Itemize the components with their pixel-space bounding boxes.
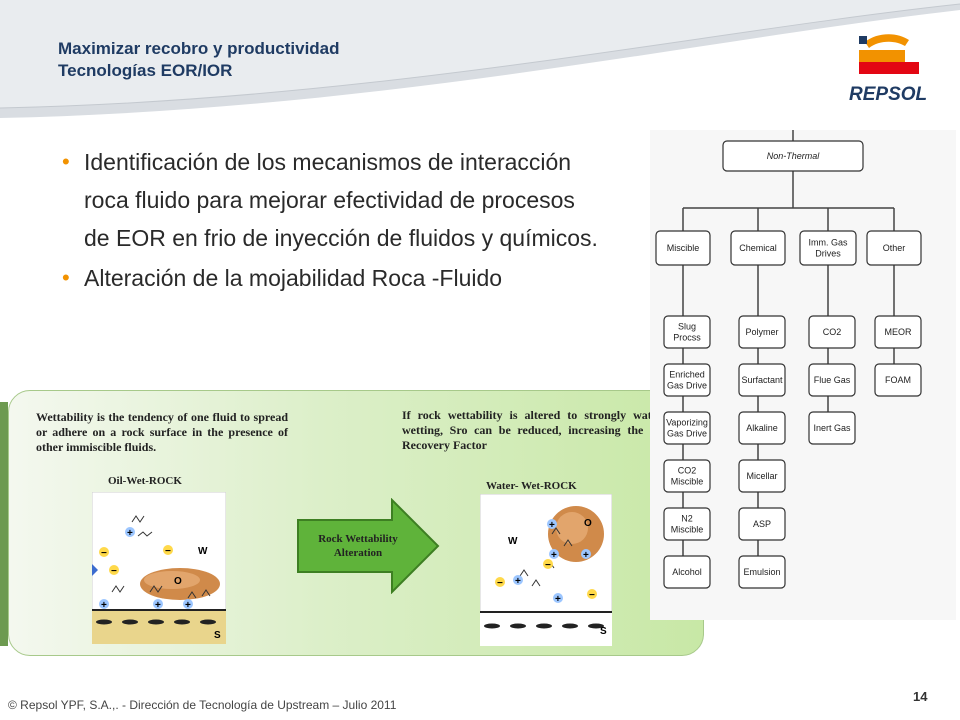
svg-text:Emulsion: Emulsion bbox=[743, 567, 780, 577]
svg-text:Miscible: Miscible bbox=[671, 477, 704, 487]
svg-text:+: + bbox=[155, 600, 161, 611]
svg-text:N2: N2 bbox=[681, 514, 693, 524]
svg-text:O: O bbox=[174, 576, 182, 587]
arrow-label-line2: Alteration bbox=[334, 547, 382, 559]
svg-text:+: + bbox=[127, 528, 133, 539]
bullet-item: •Alteración de la mojabilidad Roca -Flui… bbox=[62, 259, 602, 297]
tree-root-node: Non-Thermal bbox=[722, 140, 864, 172]
svg-text:CO2: CO2 bbox=[678, 466, 697, 476]
svg-text:Slug: Slug bbox=[678, 322, 696, 332]
bullet-item: •Identificación de los mecanismos de int… bbox=[62, 143, 602, 257]
page-subtitle: Tecnologías EOR/IOR bbox=[58, 61, 233, 80]
tree-leaf-node: Alkaline bbox=[738, 411, 786, 445]
oil-wet-label: Oil-Wet-ROCK bbox=[108, 475, 182, 487]
tree-leaf-node: ASP bbox=[738, 507, 786, 541]
svg-text:MEOR: MEOR bbox=[885, 327, 913, 337]
tree-leaf-node: MEOR bbox=[874, 315, 922, 349]
tree-leaf-node: CO2 bbox=[808, 315, 856, 349]
svg-text:−: − bbox=[101, 548, 107, 559]
page-title: Maximizar recobro y productividad bbox=[58, 39, 340, 58]
tree-leaf-node: Emulsion bbox=[738, 555, 786, 589]
svg-text:+: + bbox=[515, 576, 521, 587]
bullet-marker: • bbox=[62, 265, 70, 290]
arrow-label-line1: Rock Wettability bbox=[318, 533, 398, 545]
svg-text:+: + bbox=[583, 550, 589, 561]
svg-text:Procss: Procss bbox=[673, 333, 701, 343]
svg-text:W: W bbox=[508, 536, 518, 547]
water-wet-label: Water- Wet-ROCK bbox=[486, 480, 577, 492]
svg-text:ASP: ASP bbox=[753, 519, 771, 529]
svg-text:Surfactant: Surfactant bbox=[741, 375, 783, 385]
bullet-marker: • bbox=[62, 149, 70, 174]
header-band bbox=[0, 0, 960, 118]
svg-text:Miscible: Miscible bbox=[667, 243, 700, 253]
svg-text:Imm. Gas: Imm. Gas bbox=[808, 238, 848, 248]
panel-accent-bar bbox=[0, 402, 8, 646]
svg-text:Polymer: Polymer bbox=[745, 327, 778, 337]
logo-wordmark: REPSOL bbox=[849, 84, 927, 105]
tree-group-node: Miscible bbox=[655, 230, 711, 266]
svg-text:−: − bbox=[545, 560, 551, 571]
page-number: 14 bbox=[913, 689, 928, 704]
wettability-alteration-arrow: Rock Wettability Alteration bbox=[297, 498, 440, 594]
tree-leaf-node: Surfactant bbox=[738, 363, 786, 397]
svg-text:CO2: CO2 bbox=[823, 327, 842, 337]
wettability-definition: Wettability is the tendency of one fluid… bbox=[36, 410, 288, 454]
svg-text:FOAM: FOAM bbox=[885, 375, 911, 385]
water-wet-diagram: + + + + + − − − W O S bbox=[480, 494, 612, 646]
svg-text:W: W bbox=[198, 546, 208, 557]
svg-text:−: − bbox=[589, 590, 595, 601]
eor-classification-tree: Non-ThermalMiscibleSlugProcssEnrichedGas… bbox=[650, 130, 956, 620]
repsol-logo: REPSOL bbox=[849, 34, 927, 105]
svg-text:Gas Drive: Gas Drive bbox=[667, 381, 707, 391]
svg-text:S: S bbox=[214, 630, 221, 641]
svg-text:−: − bbox=[497, 578, 503, 589]
svg-text:Drives: Drives bbox=[815, 249, 841, 259]
svg-text:Vaporizing: Vaporizing bbox=[666, 418, 708, 428]
tree-leaf-node: Flue Gas bbox=[808, 363, 856, 397]
svg-text:+: + bbox=[555, 594, 561, 605]
svg-text:−: − bbox=[165, 546, 171, 557]
svg-text:+: + bbox=[551, 550, 557, 561]
svg-text:Gas Drive: Gas Drive bbox=[667, 429, 707, 439]
tree-leaf-node: FOAM bbox=[874, 363, 922, 397]
wettability-alteration-note: If rock wettability is altered to strong… bbox=[402, 408, 666, 452]
tree-group-node: Other bbox=[866, 230, 922, 266]
bullet-list: •Identificación de los mecanismos de int… bbox=[62, 143, 602, 297]
tree-leaf-node: Polymer bbox=[738, 315, 786, 349]
tree-group-node: Chemical bbox=[730, 230, 786, 266]
svg-text:Micellar: Micellar bbox=[746, 471, 777, 481]
svg-text:Inert Gas: Inert Gas bbox=[813, 423, 851, 433]
svg-text:S: S bbox=[600, 626, 607, 637]
svg-text:Enriched: Enriched bbox=[669, 370, 705, 380]
svg-text:+: + bbox=[101, 600, 107, 611]
svg-text:Alkaline: Alkaline bbox=[746, 423, 778, 433]
svg-text:−: − bbox=[111, 566, 117, 577]
tree-leaf-node: Micellar bbox=[738, 459, 786, 493]
tree-leaf-node: Alcohol bbox=[663, 555, 711, 589]
svg-text:Flue Gas: Flue Gas bbox=[814, 375, 851, 385]
footer-copyright: © Repsol YPF, S.A.,. - Dirección de Tecn… bbox=[8, 698, 397, 712]
svg-text:Chemical: Chemical bbox=[739, 243, 777, 253]
svg-text:Other: Other bbox=[883, 243, 906, 253]
svg-text:Non-Thermal: Non-Thermal bbox=[767, 151, 821, 161]
svg-text:+: + bbox=[185, 600, 191, 611]
svg-text:O: O bbox=[584, 518, 592, 529]
svg-text:+: + bbox=[549, 520, 555, 531]
svg-text:Alcohol: Alcohol bbox=[672, 567, 702, 577]
oil-wet-diagram: + + + + − − − W O S bbox=[92, 492, 226, 644]
svg-text:Miscible: Miscible bbox=[671, 525, 704, 535]
tree-leaf-node: Inert Gas bbox=[808, 411, 856, 445]
